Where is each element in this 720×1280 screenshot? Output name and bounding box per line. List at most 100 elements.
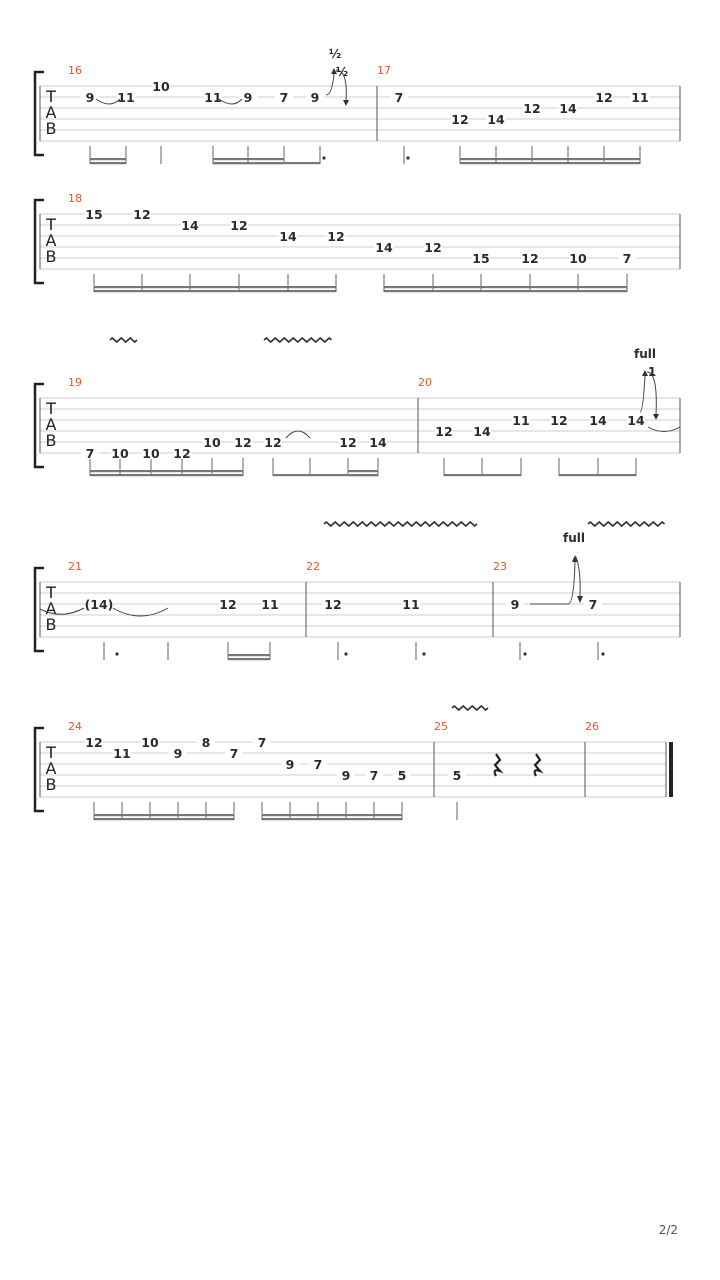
beam xyxy=(460,158,640,161)
fret-backdrop xyxy=(117,90,135,103)
bend-full-release-arrow xyxy=(653,414,659,420)
fret-backdrop xyxy=(85,207,103,220)
tab-clef-letter: T xyxy=(45,743,56,762)
fret-number: 12 xyxy=(424,240,441,255)
bend-amount: full xyxy=(563,531,585,545)
fret-backdrop xyxy=(81,90,99,103)
fret-number: 11 xyxy=(113,746,130,761)
fret-number: 14 xyxy=(473,424,491,439)
measure-number: 17 xyxy=(377,64,391,77)
bend-full xyxy=(639,375,646,413)
fret-number: 5 xyxy=(453,768,462,783)
fret-number: 14 xyxy=(279,229,297,244)
fret-backdrop xyxy=(281,757,299,770)
fret-backdrop xyxy=(473,424,491,437)
fret-backdrop xyxy=(133,207,151,220)
fret-backdrop xyxy=(204,90,222,103)
fret-number: 11 xyxy=(117,90,134,105)
fret-number: 7 xyxy=(623,251,632,266)
fret-backdrop xyxy=(306,90,324,103)
fret-backdrop xyxy=(173,446,191,459)
fret-backdrop xyxy=(203,435,221,448)
fret-backdrop xyxy=(339,435,357,448)
fret-number: 10 xyxy=(203,435,221,450)
fret-backdrop xyxy=(402,597,420,610)
fret-number: 14 xyxy=(589,413,607,428)
fret-number: 7 xyxy=(395,90,404,105)
fret-number: 7 xyxy=(86,446,95,461)
fret-backdrop xyxy=(435,424,453,437)
fret-backdrop xyxy=(627,413,645,426)
fret-number: 12 xyxy=(550,413,567,428)
fret-backdrop xyxy=(141,735,159,748)
augmentation-dot xyxy=(344,652,348,656)
fret-number: 9 xyxy=(342,768,351,783)
tab-clef-letter: A xyxy=(46,599,57,618)
augmentation-dot xyxy=(115,652,119,656)
bend-half-release-arrow xyxy=(343,100,349,106)
fret-number: 10 xyxy=(141,735,159,750)
fret-number: 15 xyxy=(472,251,489,266)
vibrato-line xyxy=(263,336,333,344)
fret-backdrop xyxy=(111,446,129,459)
tab-clef-letter: B xyxy=(46,775,57,794)
bend-full-arrow xyxy=(572,555,578,562)
fret-number: 12 xyxy=(324,597,341,612)
fret-backdrop xyxy=(197,735,215,748)
fret-backdrop xyxy=(584,597,602,610)
fret-backdrop xyxy=(264,435,282,448)
beam xyxy=(384,290,627,293)
fret-backdrop xyxy=(261,597,279,610)
fret-number: 14 xyxy=(375,240,393,255)
fret-number: (14) xyxy=(85,597,114,612)
measure-number: 18 xyxy=(68,192,82,205)
fret-backdrop xyxy=(369,435,387,448)
fret-backdrop xyxy=(390,90,408,103)
fret-number: 12 xyxy=(521,251,538,266)
fret-backdrop xyxy=(324,597,342,610)
fret-backdrop xyxy=(85,735,103,748)
fret-backdrop xyxy=(113,746,131,759)
fret-backdrop xyxy=(279,229,297,242)
fret-number: 10 xyxy=(569,251,587,266)
fret-number: 9 xyxy=(86,90,95,105)
fret-backdrop xyxy=(239,90,257,103)
measure-number: 26 xyxy=(585,720,599,733)
fret-number: 11 xyxy=(402,597,419,612)
fret-backdrop xyxy=(327,229,345,242)
system-bracket xyxy=(33,382,44,469)
fret-backdrop xyxy=(152,79,170,92)
fret-number: 10 xyxy=(152,79,170,94)
fret-backdrop xyxy=(375,240,393,253)
measure-number: 21 xyxy=(68,560,82,573)
measure-number: 25 xyxy=(434,720,448,733)
beam xyxy=(228,654,270,657)
fret-number: 11 xyxy=(512,413,529,428)
beam xyxy=(94,286,336,289)
tab-clef-letter: T xyxy=(45,583,56,602)
vibrato-line xyxy=(109,336,138,344)
fret-number: 11 xyxy=(261,597,278,612)
fret-backdrop xyxy=(81,446,99,459)
beam xyxy=(444,474,521,477)
vibrato-line xyxy=(451,704,489,712)
fret-number: 12 xyxy=(523,101,540,116)
tab-clef-letter: A xyxy=(46,103,57,122)
fret-backdrop xyxy=(589,413,607,426)
tab-clef-letter: B xyxy=(46,615,57,634)
fret-number: 14 xyxy=(369,435,387,450)
fret-number: 12 xyxy=(327,229,344,244)
tab-clef-letter: B xyxy=(46,119,57,138)
fret-number: 12 xyxy=(133,207,150,222)
augmentation-dot xyxy=(406,156,410,160)
tie xyxy=(647,426,681,432)
fret-number: 7 xyxy=(230,746,239,761)
fret-number: 14 xyxy=(487,112,505,127)
fret-number: 12 xyxy=(85,735,102,750)
measure-number: 20 xyxy=(418,376,432,389)
bend-full-release xyxy=(646,371,657,416)
fret-number: 11 xyxy=(631,90,648,105)
